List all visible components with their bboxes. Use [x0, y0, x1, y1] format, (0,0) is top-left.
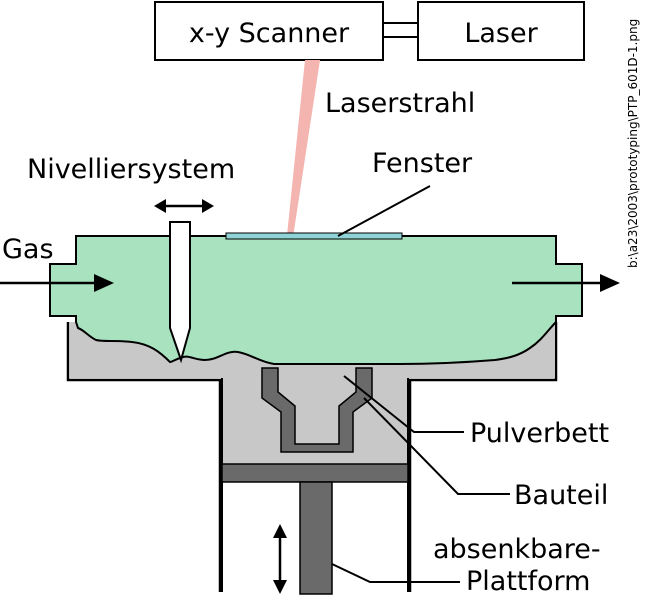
piston-rod	[299, 481, 333, 595]
gas-in-arrow-head	[94, 274, 114, 292]
scanner-label: x-y Scanner	[189, 18, 350, 49]
built-part	[261, 367, 373, 453]
leveling-blade	[169, 221, 191, 364]
chamber-outline	[66, 322, 558, 592]
window	[225, 232, 403, 240]
pulverbett-label: Pulverbett	[470, 418, 609, 449]
scanner-laser-connector	[382, 22, 419, 38]
plattform-leader	[331, 563, 460, 583]
build-platform	[221, 463, 409, 483]
platform-arrow-up	[273, 524, 287, 538]
laserstrahl-label: Laserstrahl	[325, 88, 475, 119]
fenster-leader	[337, 185, 431, 237]
gas-label: Gas	[2, 234, 54, 265]
scanner-box	[154, 1, 384, 61]
platform-arrow-down	[273, 580, 287, 594]
nivelliersystem-label: Nivelliersystem	[27, 154, 235, 185]
plattform-label-line1: absenkbare-	[433, 534, 601, 565]
file-path-annotation: b:\a23\2003\prototyping\PTP_601D-1.png	[626, 19, 640, 268]
gas-out-arrow-head	[600, 274, 620, 292]
laser-box	[417, 1, 585, 61]
bauteil-leader	[363, 397, 510, 495]
leveling-arrow-right	[202, 199, 214, 213]
fenster-label: Fenster	[372, 148, 473, 179]
plattform-label-line2: Plattform	[466, 566, 590, 597]
pulverbett-leader	[343, 375, 464, 433]
bauteil-label: Bauteil	[514, 480, 608, 511]
leveling-arrow-left	[154, 199, 166, 213]
laser-label: Laser	[464, 18, 538, 49]
